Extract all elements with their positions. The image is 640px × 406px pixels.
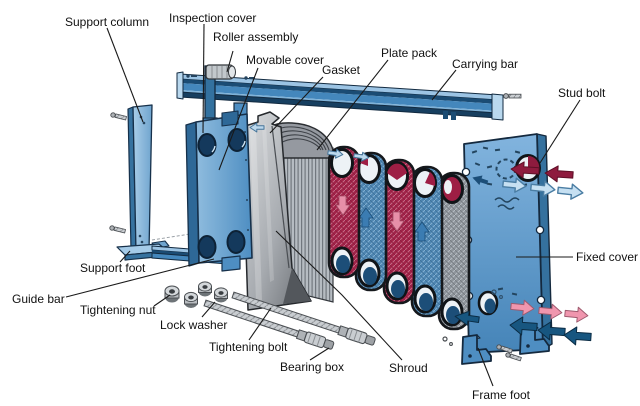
label-gasket: Gasket <box>322 63 361 77</box>
leader-stud-bolt <box>539 99 581 164</box>
label-movable-cover: Movable cover <box>246 53 324 67</box>
down-arrow-icon <box>389 211 405 232</box>
hot-outlet-arrow <box>538 303 563 320</box>
port-flow-arrow <box>353 151 370 162</box>
shroud <box>241 111 312 311</box>
tightening-bolt <box>203 299 335 350</box>
frame-foot <box>461 334 492 365</box>
carrying-bar <box>176 71 504 121</box>
leader-plate-pack <box>316 59 389 151</box>
cold-outlet-arrow <box>529 180 556 197</box>
leader-bearing-box <box>309 347 330 361</box>
label-shroud: Shroud <box>389 361 428 375</box>
port-flow-arrow <box>327 148 344 159</box>
leader-tightening-nut <box>153 294 171 307</box>
leader-gasket <box>269 76 324 134</box>
hot-outlet-arrow <box>564 306 589 323</box>
label-stud-bolt: Stud bolt <box>558 86 606 100</box>
heat-plate-cold <box>410 165 444 318</box>
label-bearing-box: Bearing box <box>280 360 344 374</box>
hot-outlet-arrow <box>510 299 535 316</box>
foot-bolt <box>496 344 513 354</box>
up-arrow-icon <box>414 221 430 242</box>
squiggle-mark <box>494 197 520 203</box>
lock-washer <box>198 281 212 297</box>
pack-hanger-tab <box>443 111 448 119</box>
fixed-cover <box>442 133 553 365</box>
labels: Support column Inspection cover Roller a… <box>12 11 638 402</box>
bearing-box <box>345 327 368 345</box>
label-lock-washer: Lock washer <box>160 318 227 332</box>
cold-inlet-arrow <box>563 326 592 346</box>
wall-bolt <box>109 225 126 234</box>
label-guide-bar: Guide bar <box>12 292 65 306</box>
cold-outlet-arrow <box>556 183 584 200</box>
support-column <box>109 104 191 261</box>
movable-cover <box>185 110 253 272</box>
leader-roller-assembly <box>226 50 234 73</box>
cold-inlet-arrow <box>454 310 480 326</box>
leader-support-foot <box>119 250 131 263</box>
cold-inlet-arrow <box>472 175 489 186</box>
tightening-nut <box>184 291 198 308</box>
hot-inlet-arrow <box>544 165 574 183</box>
label-roller-assembly: Roller assembly <box>213 30 298 44</box>
inspection-port <box>197 133 217 157</box>
leader-guide-bar <box>65 258 215 298</box>
heat-plate-cold <box>354 151 388 292</box>
cold-outlet-arrow <box>502 177 527 193</box>
lock-washer <box>214 287 228 303</box>
top-notch <box>221 110 239 127</box>
squiggle-mark <box>497 204 515 210</box>
label-tightening-nut: Tightening nut <box>80 303 156 317</box>
leader-lines <box>65 23 581 387</box>
port-flow-arrow <box>249 122 265 133</box>
leader-tightening-bolt <box>248 307 272 341</box>
wall-bolt <box>110 112 127 121</box>
alignment-dashes <box>151 233 191 241</box>
label-frame-foot: Frame foot <box>472 388 531 402</box>
leader-movable-cover <box>218 67 259 171</box>
label-support-column: Support column <box>65 15 149 29</box>
bearing-box <box>303 331 327 349</box>
heat-plate-end <box>437 171 471 331</box>
leader-carrying-bar <box>431 69 457 101</box>
down-arrow-icon <box>335 195 351 216</box>
leader-support-column <box>106 27 144 123</box>
leader-inspection-cover <box>202 23 205 134</box>
label-plate-pack: Plate pack <box>381 46 438 60</box>
pack-hanger-tab <box>451 112 456 120</box>
label-tightening-bolt: Tightening bolt <box>209 340 288 354</box>
label-inspection-cover: Inspection cover <box>169 11 256 25</box>
tightening-nut <box>164 285 180 303</box>
leader-lock-washer <box>201 301 216 318</box>
flow-arrows <box>249 122 592 346</box>
tightening-bolt <box>231 291 376 346</box>
cold-inlet-arrow <box>537 321 566 341</box>
leader-shroud <box>275 230 403 361</box>
bar-bolt-marks <box>186 74 255 80</box>
heat-plate-hot <box>382 158 416 305</box>
label-carrying-bar: Carrying bar <box>452 57 518 71</box>
foot-bolt <box>505 352 522 362</box>
label-support-foot: Support foot <box>80 261 146 275</box>
hot-inlet-arrow <box>510 161 540 179</box>
heat-plate-hot <box>327 145 361 279</box>
stud-bolt <box>503 93 522 99</box>
cold-inlet-arrow <box>509 316 538 336</box>
leader-frame-foot <box>477 347 494 387</box>
label-fixed-cover: Fixed cover <box>576 250 638 264</box>
